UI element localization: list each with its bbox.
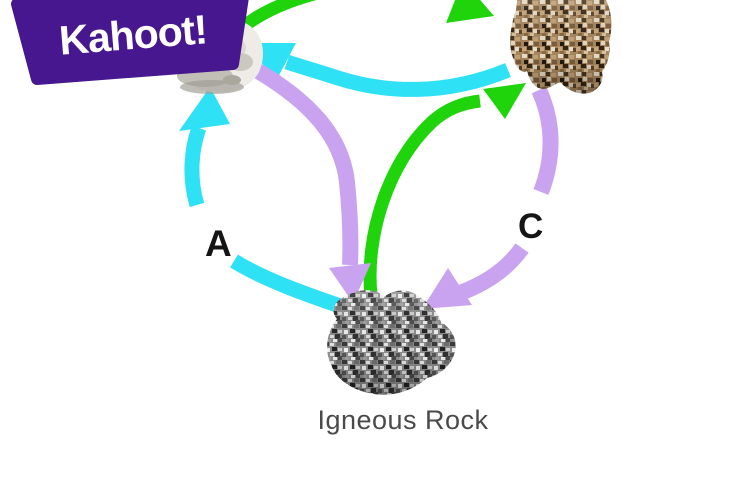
answer-label-c: C xyxy=(518,207,544,246)
sedimentary-rock xyxy=(510,0,612,94)
green-arrow-igneous-to-sedimentary-shaft xyxy=(363,94,481,296)
cyan-arrowhead-up-icon xyxy=(179,87,230,131)
cyan-arrow-igneous-to-metamorphic-tail xyxy=(230,254,346,315)
green-arrow-metamorphic-to-sedimentary-shaft xyxy=(238,0,478,33)
purple-arrowhead-downleft-icon xyxy=(422,268,472,309)
igneous-rock-caption: Igneous Rock xyxy=(317,405,489,435)
cyan-arrow-sedimentary-to-metamorphic-shaft xyxy=(284,54,511,97)
purple-arrow-sedimentary-to-igneous-shaft xyxy=(457,243,529,301)
purple-arrow-metamorphic-to-igneous-shaft xyxy=(249,61,359,266)
purple-arrowhead-down-icon xyxy=(329,263,371,303)
green-arrowhead-upright-icon xyxy=(483,83,526,119)
arrows xyxy=(179,0,559,315)
answer-label-a: A xyxy=(205,223,232,264)
kahoot-badge xyxy=(11,0,249,85)
purple-arrow-sedimentary-to-igneous-tail xyxy=(531,86,559,195)
green-arrowhead-downright-icon xyxy=(446,0,494,23)
cyan-arrow-igneous-to-metamorphic-shaft xyxy=(184,125,207,208)
igneous-rock xyxy=(327,290,456,395)
